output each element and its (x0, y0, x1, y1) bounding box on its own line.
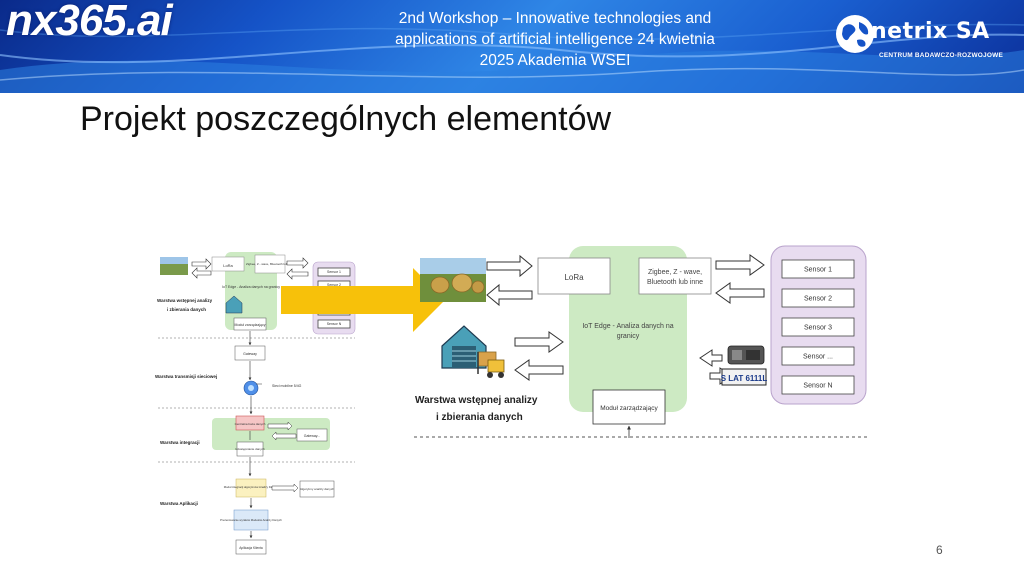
overview-presentation-label: Prezentowanie wyników Modelów Analizy Da… (220, 518, 282, 522)
overview-presentation-box (233, 509, 269, 531)
license-plate-text: S LAT 6111L (721, 374, 768, 383)
overview-arrow (271, 431, 297, 441)
overview-software-box (235, 539, 267, 555)
overview-arrow (267, 421, 293, 431)
overview-algorithms-box (299, 480, 335, 498)
arrow-to-edge (514, 331, 564, 353)
detail-sensor-label: Sensor N (803, 382, 832, 389)
detail-sensor-label: Sensor 3 (804, 324, 832, 331)
detail-sensor-box (781, 259, 855, 279)
workshop-title-line-2: applications of artificial intelligence … (395, 31, 715, 48)
layer-label-line-1: Warstwa wstępnej analizy (415, 395, 538, 406)
arrow-to-lora (486, 254, 533, 278)
overview-algorithms-label: Algorytmy analizy danych (300, 487, 334, 491)
netrix-logo: netrix SA CENTRUM BADAWCZO-ROZWOJOWE (835, 14, 1015, 66)
overview-gateway2-label: Gateway... (304, 434, 320, 438)
arrow-from-edge (514, 359, 564, 381)
detail-sensor-label: Sensor 1 (804, 266, 832, 273)
detail-sensor-label: Sensor 2 (804, 295, 832, 302)
overview-zigbee-label: Zigbee, Z - wave, Bluetooth lub inne (246, 262, 294, 266)
zigbee-label-line-1: Zigbee, Z - wave, (648, 269, 702, 276)
overview-arrow (191, 258, 212, 270)
overview-arrow (191, 267, 212, 279)
overview-model-integration-box (235, 478, 267, 498)
workshop-title-line-1: 2nd Workshop – Innowative technologies a… (398, 10, 712, 27)
overview-sensor-label: Sensor 2 (327, 283, 341, 287)
overview-layer-label-1b: i zbierania danych (167, 307, 206, 312)
overview-central-db-box (235, 415, 265, 431)
overview-module-box (233, 317, 267, 331)
zoom-arrow (281, 268, 445, 332)
module-box (592, 389, 666, 425)
workshop-title: 2nd Workshop – Innowative technologies a… (340, 8, 770, 71)
netrix-brand-subtitle: CENTRUM BADAWCZO-ROZWOJOWE (879, 52, 1003, 59)
detail-sensor-box (781, 375, 855, 395)
arrow-to-sensors (715, 254, 765, 276)
overview-data-buffer-label: Udostępnianie danych (235, 447, 265, 451)
iot-edge-label-line-1: IoT Edge - Analiza danych na (582, 323, 673, 330)
overview-arrow (286, 257, 309, 269)
forklift-icon (477, 351, 505, 378)
layer-label-line-2: i zbierania danych (436, 412, 523, 423)
overview-software-label: Aplikacja Klienta (239, 546, 263, 550)
warehouse-icon (441, 325, 487, 369)
overview-gateway2-box (296, 428, 328, 442)
overview-layer-label-3: Warstwa integracji (160, 440, 200, 445)
overview-layer-label-1: Warstwa wstępnej analizy (157, 298, 213, 303)
sensor-device-icon (727, 345, 765, 365)
overview-zigbee-box (254, 254, 286, 274)
overview-sensor-box (317, 319, 351, 329)
overview-model-integration-label: Moduł integracji algorytmów Analizy Dany… (224, 485, 279, 489)
banner-waves (0, 23, 1024, 93)
detail-sensor-box (781, 346, 855, 366)
overview-lora-box (211, 256, 245, 272)
page-number: 6 (936, 543, 943, 557)
overview-warehouse-icon (225, 295, 243, 314)
detail-diagram: LoRa Zigbee, Z - wave, Bluetooth lub inn… (414, 245, 868, 438)
overview-sensor-box (317, 267, 351, 277)
overview-iot-edge-label: IoT Edge - Analiza danych na granicy (222, 285, 280, 289)
overview-module-label: Moduł zarządzający (235, 323, 266, 327)
workshop-title-line-3: 2025 Akademia WSEI (479, 52, 631, 69)
overview-arrow (286, 268, 309, 280)
zigbee-label-line-2: Bluetooth lub inne (647, 279, 703, 286)
arrow-from-sensors (715, 282, 765, 304)
overview-arrow (271, 483, 299, 493)
hay-field-photo (420, 258, 486, 302)
overview-sensor-label: Sensor N (327, 322, 342, 326)
overview-central-db-label: Centralna baza danych (235, 422, 266, 426)
overview-layer-label-2: Warstwa transmisji sieciowej (155, 374, 217, 379)
netrix-brand-name: netrix SA (871, 19, 990, 44)
overview-data-buffer-box (236, 441, 264, 457)
globe-icon (836, 15, 874, 53)
lora-box (537, 257, 611, 295)
overview-lora-label: LoRa (223, 263, 233, 268)
overview-gateway-box (234, 345, 266, 361)
detail-sensor-box (781, 288, 855, 308)
arrow-from-device (699, 349, 723, 367)
license-plate-icon (721, 368, 767, 386)
overview-sensor-label: Sensor 1 (327, 270, 341, 274)
header-banner: nx365.ai 2nd Workshop – Innowative techn… (0, 0, 1024, 93)
lora-label: LoRa (564, 273, 584, 282)
overview-diagram: LoRa Zigbee, Z - wave, Bluetooth lub inn… (155, 252, 356, 555)
sensor-list: Sensor 1 Sensor 2 Sensor 3 Sensor ... Sensor… (781, 259, 855, 395)
iot-edge-label-line-2: granicy (617, 333, 640, 340)
detail-sensor-label: Sensor ... (803, 353, 833, 360)
slide-title: Projekt poszczególnych elementów (80, 100, 612, 138)
detail-sensor-box (781, 317, 855, 337)
overview-gateway-label: Gateway (243, 352, 257, 356)
arrow-from-lora (486, 283, 533, 307)
nx365-logo: nx365.ai (6, 0, 236, 46)
zigbee-box (638, 257, 712, 295)
module-label: Moduł zarządzający (600, 405, 658, 412)
overview-cloud-note: Sieci mobilne 5/4G (272, 384, 302, 388)
nx365-logo-text: nx365.ai (6, 0, 173, 45)
overview-layer-label-4: Warstwa Aplikacji (160, 501, 198, 506)
